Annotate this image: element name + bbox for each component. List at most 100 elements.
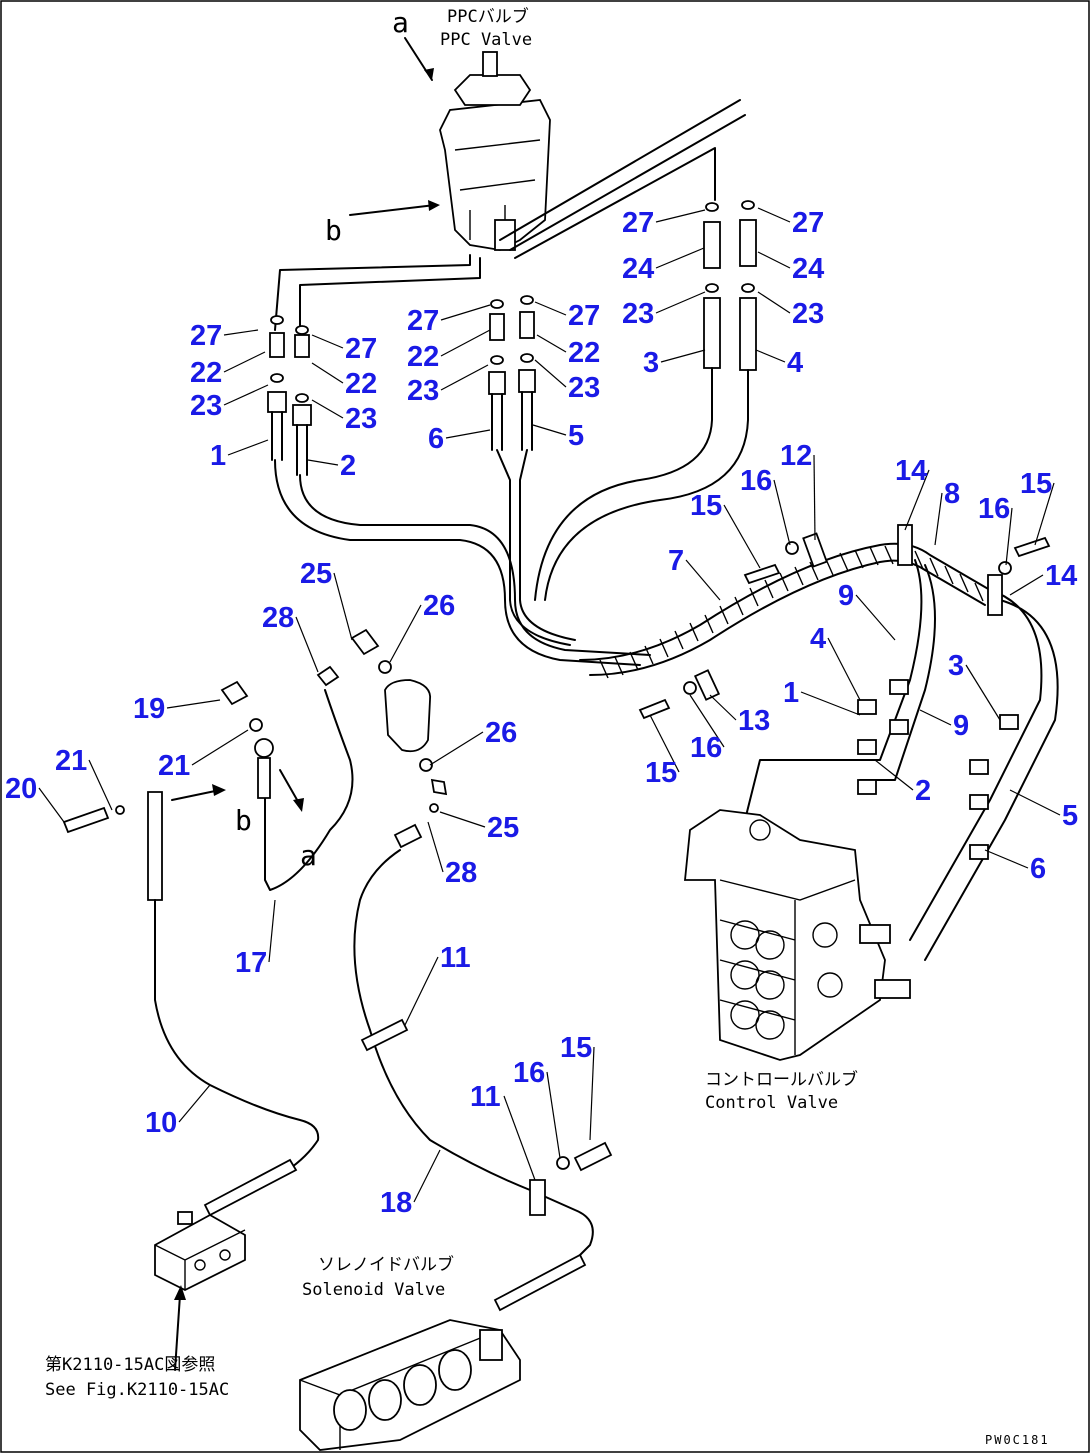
callout-11: 11 bbox=[440, 942, 471, 974]
leader-21 bbox=[191, 729, 249, 766]
callout-27: 27 bbox=[792, 207, 824, 239]
leader-16 bbox=[546, 1071, 561, 1159]
leader-14 bbox=[1009, 574, 1044, 596]
callout-3: 3 bbox=[643, 347, 659, 379]
callout-23: 23 bbox=[622, 298, 654, 330]
callout-7: 7 bbox=[668, 545, 684, 577]
ppc-valve-caption-en: PPC Valve bbox=[440, 30, 532, 50]
leader-5 bbox=[1009, 789, 1061, 816]
ppc-outlet-pipes bbox=[499, 99, 746, 259]
drawing-code: PW0C181 bbox=[985, 1433, 1050, 1447]
leader-6 bbox=[445, 429, 491, 439]
leader-18 bbox=[413, 1149, 441, 1203]
leader-23 bbox=[757, 291, 791, 314]
hose-bundle-6 bbox=[496, 449, 571, 646]
solenoid-valve-caption-jp: ソレノイドバルブ bbox=[318, 1254, 454, 1275]
detail-letter-b-top: b bbox=[325, 214, 342, 247]
leader-27 bbox=[534, 301, 567, 316]
leader-b-top bbox=[349, 204, 436, 216]
callout-18: 18 bbox=[380, 1187, 412, 1219]
callout-27: 27 bbox=[345, 333, 377, 365]
hose-17 bbox=[264, 689, 354, 891]
fittings-stack-3 bbox=[703, 200, 757, 371]
hose-bundle-2 bbox=[299, 474, 651, 656]
callout-4: 4 bbox=[787, 347, 803, 379]
callout-6: 6 bbox=[428, 423, 444, 455]
leader-16 bbox=[773, 479, 791, 546]
leader-24 bbox=[655, 247, 705, 269]
callout-4: 4 bbox=[810, 623, 826, 655]
callout-27: 27 bbox=[407, 305, 439, 337]
callout-15: 15 bbox=[645, 757, 677, 789]
callout-11: 11 bbox=[470, 1081, 501, 1113]
callout-5: 5 bbox=[1062, 800, 1078, 832]
leader-3 bbox=[660, 349, 706, 363]
leader-26 bbox=[389, 604, 422, 663]
detail-letter-a-top: a bbox=[392, 6, 409, 39]
callout-23: 23 bbox=[190, 390, 222, 422]
hoses-to-valve-right bbox=[909, 589, 1059, 961]
leader-25 bbox=[333, 572, 353, 641]
leader-4 bbox=[755, 349, 786, 363]
see-fig-caption-jp: 第K2110-15AC図参照 bbox=[45, 1355, 215, 1375]
leader-1 bbox=[800, 691, 861, 716]
leader-14 bbox=[904, 469, 930, 531]
referenced-block bbox=[154, 1211, 246, 1292]
control-valve-caption-jp: コントロールバルブ bbox=[705, 1069, 858, 1090]
leader-27 bbox=[655, 209, 706, 223]
leader-12 bbox=[813, 454, 816, 541]
leader-15 bbox=[589, 1046, 595, 1141]
leader-15 bbox=[649, 714, 680, 773]
fitting-20 bbox=[62, 805, 125, 834]
callout-13: 13 bbox=[738, 705, 770, 737]
leader-2 bbox=[307, 459, 339, 466]
ppc-valve bbox=[439, 51, 551, 251]
callout-16: 16 bbox=[690, 732, 722, 764]
leader-11 bbox=[503, 1095, 536, 1181]
leader-24 bbox=[757, 251, 791, 269]
clamps bbox=[638, 524, 1051, 720]
callout-23: 23 bbox=[568, 372, 600, 404]
leader-11 bbox=[404, 956, 439, 1026]
callout-numbers: 2722231272223227222362722235272423327242… bbox=[5, 207, 1078, 1219]
hose-18 bbox=[353, 849, 594, 1266]
control-valve-caption-en: Control Valve bbox=[705, 1093, 838, 1113]
callout-16: 16 bbox=[513, 1057, 545, 1089]
callout-28: 28 bbox=[445, 857, 477, 889]
callout-25: 25 bbox=[487, 812, 519, 844]
fitting-19-21 bbox=[220, 680, 274, 799]
leader-22 bbox=[440, 329, 491, 357]
fitting-25-28-26 bbox=[316, 628, 448, 849]
callout-14: 14 bbox=[895, 455, 927, 487]
leader-15 bbox=[1034, 482, 1055, 546]
callout-22: 22 bbox=[190, 357, 222, 389]
leader-27 bbox=[223, 329, 259, 336]
callout-17: 17 bbox=[235, 947, 267, 979]
leader-22 bbox=[223, 351, 266, 373]
callout-19: 19 bbox=[133, 693, 165, 725]
leader-23 bbox=[311, 399, 344, 419]
hose-bundle-5 bbox=[519, 449, 576, 641]
leader-28 bbox=[427, 821, 444, 873]
callout-10: 10 bbox=[145, 1107, 177, 1139]
callout-27: 27 bbox=[622, 207, 654, 239]
callout-24: 24 bbox=[622, 253, 654, 285]
callout-15: 15 bbox=[690, 490, 722, 522]
detail-letter-b-bottom: b bbox=[235, 804, 252, 837]
ppc-valve-caption-jp: PPCバルブ bbox=[447, 6, 529, 27]
callout-3: 3 bbox=[948, 650, 964, 682]
fittings-stack-2 bbox=[488, 295, 536, 451]
leader-2 bbox=[874, 759, 914, 791]
leader-27 bbox=[440, 304, 491, 321]
leader-referenced-block bbox=[174, 1294, 181, 1371]
hose-fittings-right bbox=[857, 679, 1019, 860]
callout-8: 8 bbox=[944, 478, 960, 510]
callout-2: 2 bbox=[915, 775, 931, 807]
callout-21: 21 bbox=[55, 745, 87, 777]
callout-12: 12 bbox=[780, 440, 812, 472]
callout-16: 16 bbox=[740, 465, 772, 497]
leader-13 bbox=[709, 694, 737, 721]
callout-23: 23 bbox=[407, 375, 439, 407]
leader-5 bbox=[532, 424, 567, 436]
